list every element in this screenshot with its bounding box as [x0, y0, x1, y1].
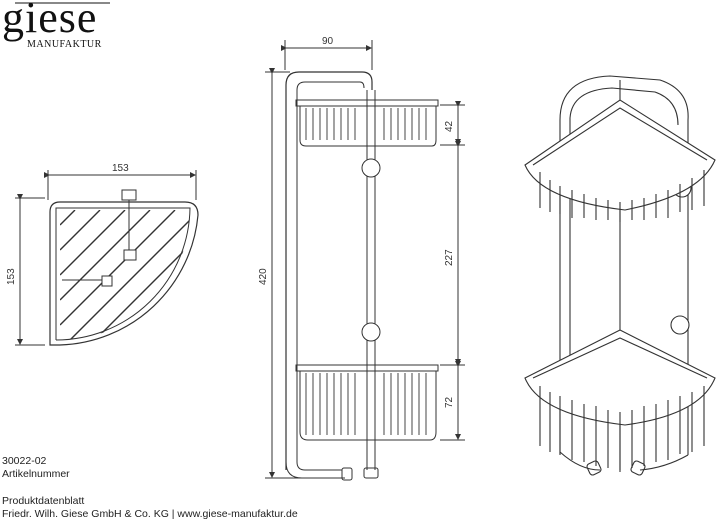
dim-lower-basket: 72: [444, 396, 455, 408]
dim-total-height: 420: [258, 268, 269, 285]
perspective-view: [524, 75, 716, 476]
dim-top-width: 153: [112, 163, 129, 174]
article-number-label: Artikelnummer: [2, 468, 70, 480]
dim-top-depth: 153: [6, 268, 17, 285]
dim-side-depth: 90: [322, 36, 334, 47]
side-view: 90 420 42 227 72: [258, 36, 465, 481]
brand-logo: giese: [2, 0, 98, 42]
article-number: 30022-02: [2, 455, 47, 467]
top-view: 153 153: [6, 163, 199, 346]
dim-spacing: 227: [444, 249, 455, 266]
datasheet-title: Produktdatenblatt: [2, 495, 85, 507]
dim-upper-basket: 42: [444, 120, 455, 132]
company-info: Friedr. Wilh. Giese GmbH & Co. KG | www.…: [2, 508, 298, 520]
brand-subtitle: MANUFAKTUR: [27, 39, 102, 50]
